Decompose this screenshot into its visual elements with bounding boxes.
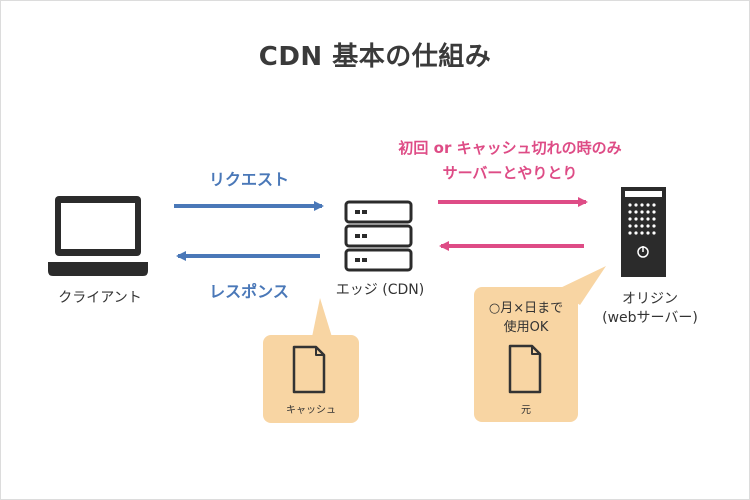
origin-file-label: 元 [521, 405, 531, 416]
request-label: リクエスト [208, 170, 289, 189]
client-label: クライアント [58, 290, 142, 306]
cache-file-icon [292, 345, 326, 394]
cache-policy-line2: 使用OK [503, 320, 549, 335]
cache-policy-line1: ○月×日まで [488, 301, 564, 316]
origin-label-line2: (webサーバー) [602, 310, 698, 326]
diagram-title: CDN 基本の仕組み [258, 42, 492, 72]
cache-file-label: キャッシュ [286, 405, 336, 416]
cache-callout [263, 298, 359, 423]
origin-note-line2: サーバーとやりとり [442, 164, 578, 182]
edge-label: エッジ (CDN) [335, 282, 425, 298]
origin-callout [474, 266, 606, 422]
origin-note-line1: 初回 or キャッシュ切れの時のみ [398, 139, 622, 157]
origin-label-line1: オリジン [622, 291, 678, 307]
laptop-icon [48, 196, 148, 276]
origin-server-icon [621, 187, 666, 277]
edge-server-icon [344, 200, 413, 272]
origin-file-icon [508, 344, 542, 394]
response-label: レスポンス [209, 282, 289, 301]
